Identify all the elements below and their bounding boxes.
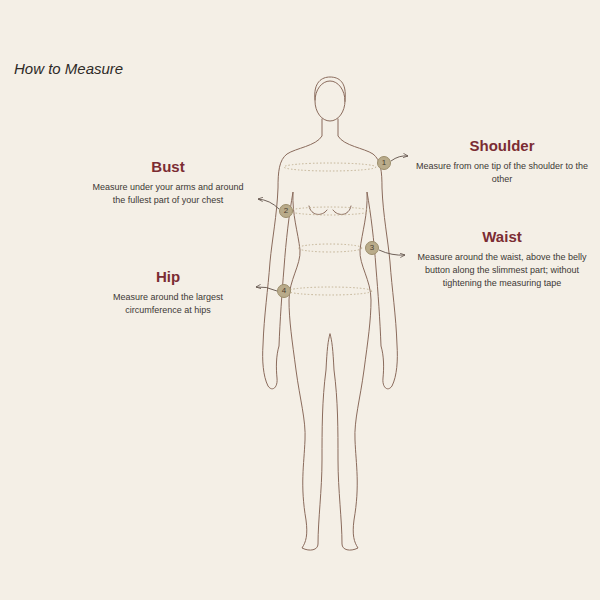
callout-number: 3 [370, 244, 374, 252]
callout-number: 2 [284, 207, 288, 215]
body-half-left [263, 119, 330, 550]
measure-instruction: Measure around the waist, above the bell… [412, 251, 592, 290]
callout-circle: 1 [377, 156, 391, 170]
label-group: WaistMeasure around the waist, above the… [412, 228, 592, 290]
hair [315, 77, 346, 100]
leader-arrow [379, 250, 405, 255]
callout-number: 1 [382, 159, 386, 167]
measure-instruction: Measure under your arms and around the f… [86, 181, 250, 207]
body-outline [263, 77, 398, 550]
measure-instruction: Measure from one tip of the shoulder to … [412, 160, 592, 186]
leader-arrow [256, 287, 277, 291]
leader-arrow [391, 156, 408, 161]
label-group: ShoulderMeasure from one tip of the shou… [412, 137, 592, 186]
callout-circle: 2 [279, 204, 293, 218]
measure-heading: Shoulder [412, 137, 592, 154]
body-half-right [330, 119, 397, 550]
hip-line [288, 287, 372, 295]
label-group: HipMeasure around the largest circumfere… [86, 268, 250, 317]
measure-heading: Waist [412, 228, 592, 245]
shoulder-line [284, 163, 376, 171]
callout-circle: 4 [277, 284, 291, 298]
leader-arrow [258, 199, 279, 209]
measure-heading: Hip [86, 268, 250, 285]
leader-arrows [256, 156, 408, 291]
label-group: BustMeasure under your arms and around t… [86, 158, 250, 207]
waist-line [298, 244, 362, 252]
measure-instruction: Measure around the largest circumference… [86, 291, 250, 317]
measure-lines [284, 163, 376, 295]
measure-heading: Bust [86, 158, 250, 175]
bust-line [290, 207, 370, 215]
page-title: How to Measure [14, 60, 123, 77]
callout-number: 4 [282, 287, 286, 295]
head [315, 81, 345, 121]
callout-circle: 3 [365, 241, 379, 255]
